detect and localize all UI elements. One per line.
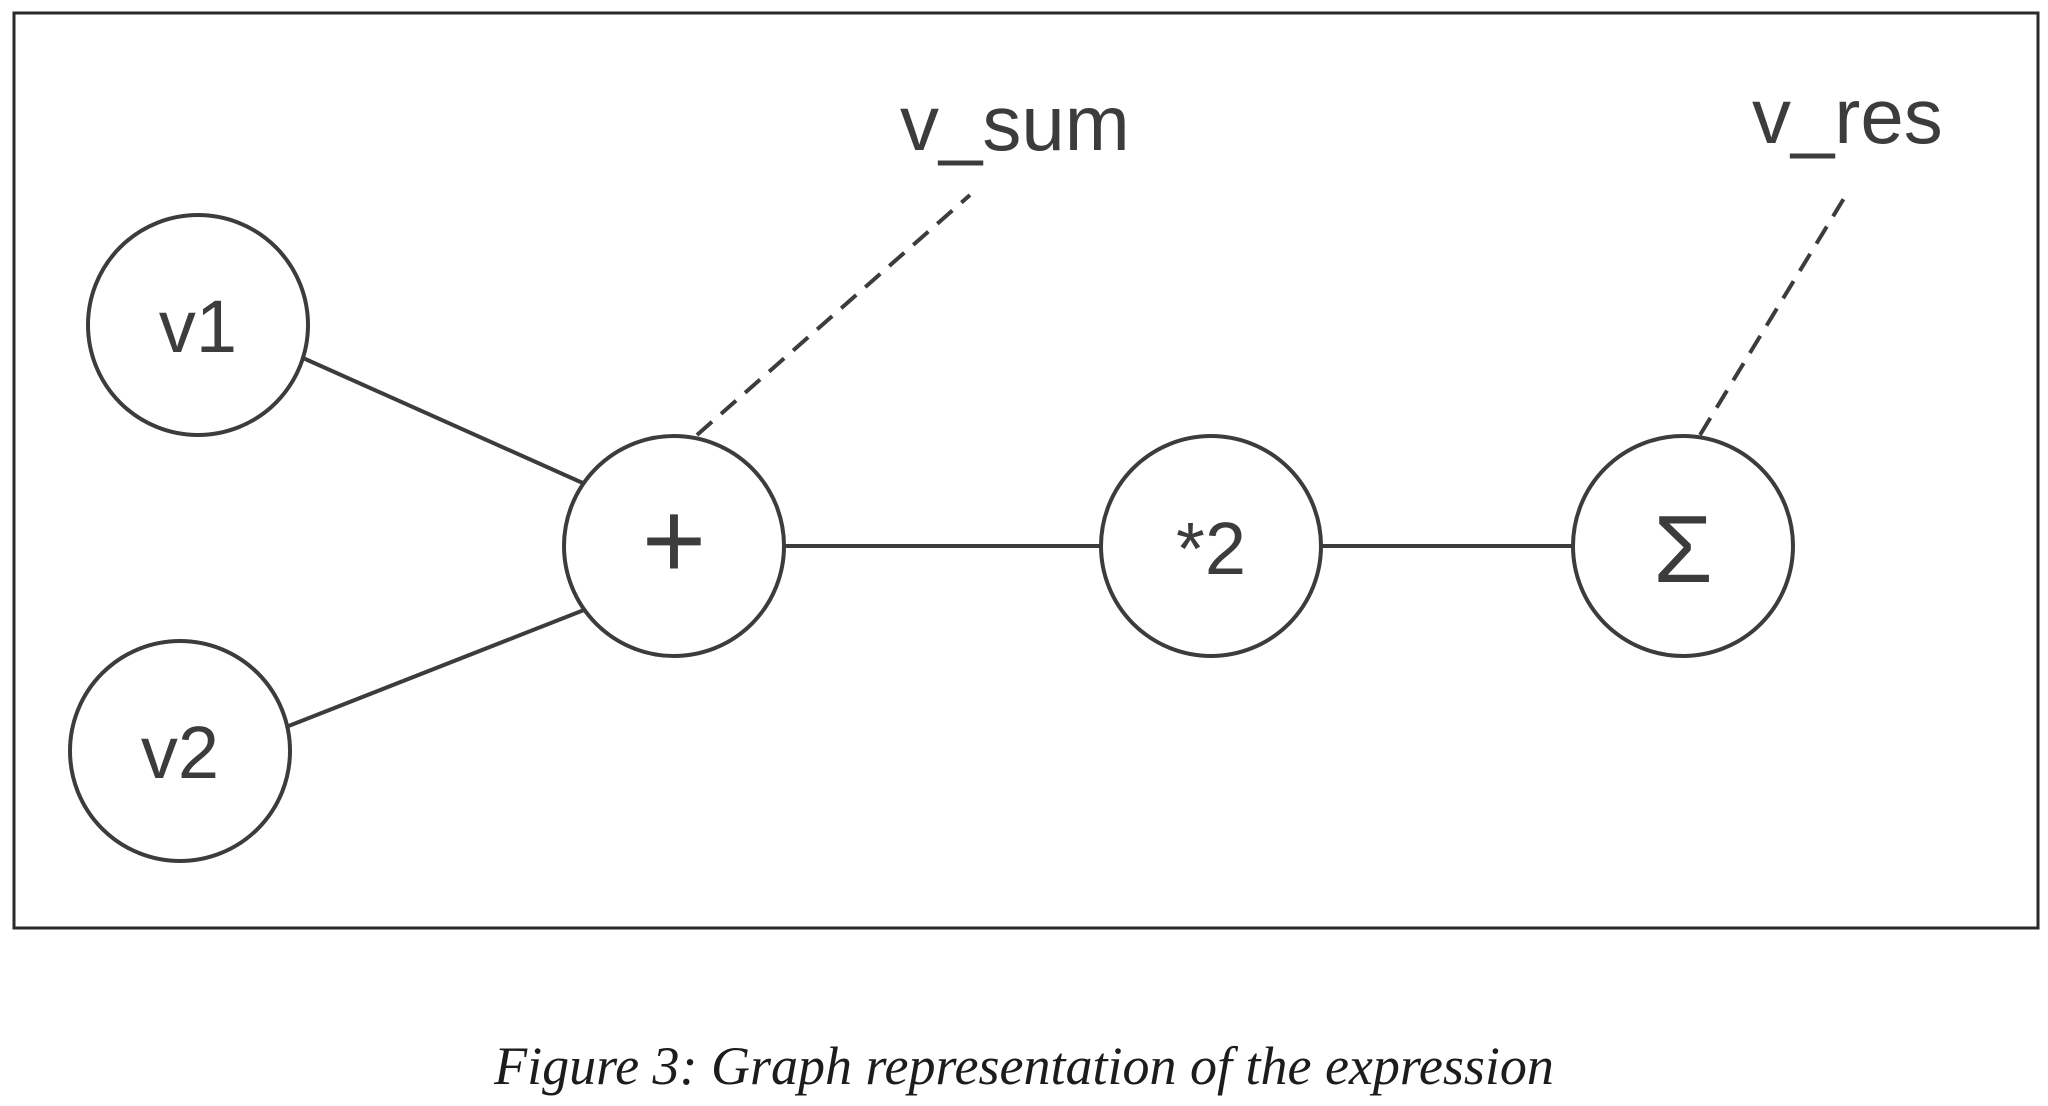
node-v1: v1 [86, 213, 310, 437]
node-sum: Σ [1571, 434, 1795, 658]
node-sum-circle [1571, 434, 1795, 658]
edge-v2-to-add [285, 608, 585, 729]
node-v2-label: v2 [141, 711, 219, 794]
node-v2: v2 [68, 639, 292, 863]
node-add-circle [562, 434, 786, 658]
node-multiply-circle [1099, 434, 1323, 658]
edge-v1-to-add [302, 356, 586, 486]
node-multiply-label: *2 [1176, 507, 1246, 590]
node-multiply: *2 [1099, 434, 1323, 658]
node-v1-label: v1 [159, 285, 237, 368]
node-add-label: + [642, 479, 706, 602]
dashed-link-v-res [1698, 193, 1848, 437]
node-v1-circle [86, 213, 310, 437]
node-v2-circle [68, 639, 292, 863]
variable-label-v-res: v_res [1752, 72, 1943, 160]
dashed-link-v-sum [695, 193, 972, 437]
figure-caption: Figure 3: Graph representation of the ex… [494, 1036, 1554, 1096]
node-add: + [562, 434, 786, 658]
node-sum-label: Σ [1653, 496, 1712, 603]
variable-label-v-sum: v_sum [900, 79, 1130, 167]
